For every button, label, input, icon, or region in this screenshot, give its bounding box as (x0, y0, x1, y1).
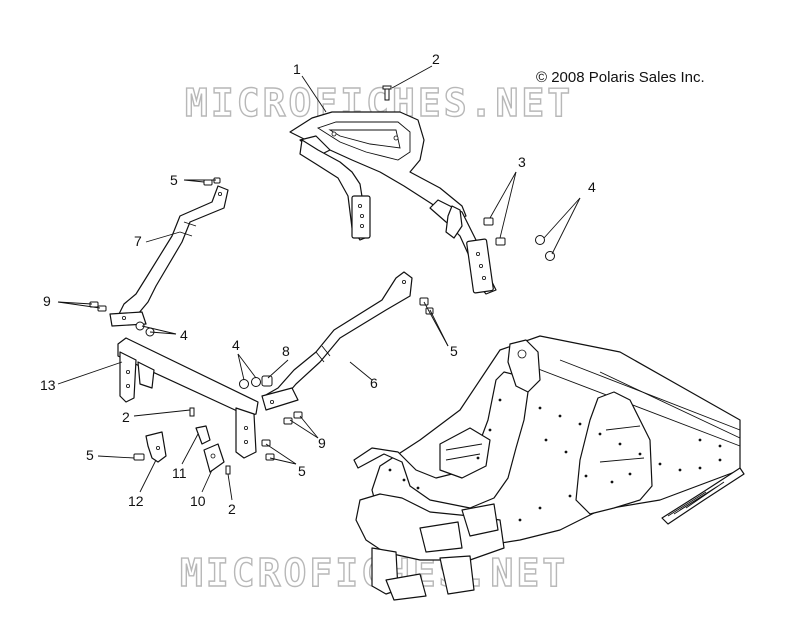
part-2-screw-top (382, 85, 392, 101)
callout-4: 4 (180, 327, 188, 343)
callout-6: 6 (370, 375, 378, 391)
callout-4: 4 (588, 179, 596, 195)
leader-lines (57, 65, 581, 501)
callout-7: 7 (134, 233, 142, 249)
chassis-rivets (388, 398, 722, 522)
part-11-clip (195, 425, 211, 445)
part-10-plate (203, 443, 225, 473)
part-1-upper-frame (289, 111, 497, 295)
callout-10: 10 (190, 493, 206, 509)
part-13-cross-member (117, 337, 259, 459)
part-7-left-strut (109, 185, 229, 327)
callout-8: 8 (282, 343, 290, 359)
callout-13: 13 (40, 377, 56, 393)
callout-1: 1 (293, 61, 301, 77)
callout-9: 9 (43, 293, 51, 309)
callouts: 1 2 3 4 5 7 9 4 5 13 4 8 6 2 9 5 5 11 12… (40, 51, 596, 517)
callout-12: 12 (128, 493, 144, 509)
callout-2: 2 (432, 51, 440, 67)
part-12-bracket (145, 431, 167, 463)
callout-2: 2 (122, 409, 130, 425)
callout-5: 5 (170, 172, 178, 188)
callout-4: 4 (232, 337, 240, 353)
callout-5: 5 (86, 447, 94, 463)
callout-9: 9 (318, 435, 326, 451)
callout-11: 11 (172, 465, 187, 481)
copyright-notice: © 2008 Polaris Sales Inc. (536, 69, 705, 86)
callout-3: 3 (518, 154, 526, 170)
callout-5: 5 (450, 343, 458, 359)
watermark-top: MICROFICHES.NET (185, 81, 573, 125)
chassis-assembly (353, 335, 745, 601)
callout-5: 5 (298, 463, 306, 479)
callout-2: 2 (228, 501, 236, 517)
part-6-right-strut (261, 271, 413, 411)
